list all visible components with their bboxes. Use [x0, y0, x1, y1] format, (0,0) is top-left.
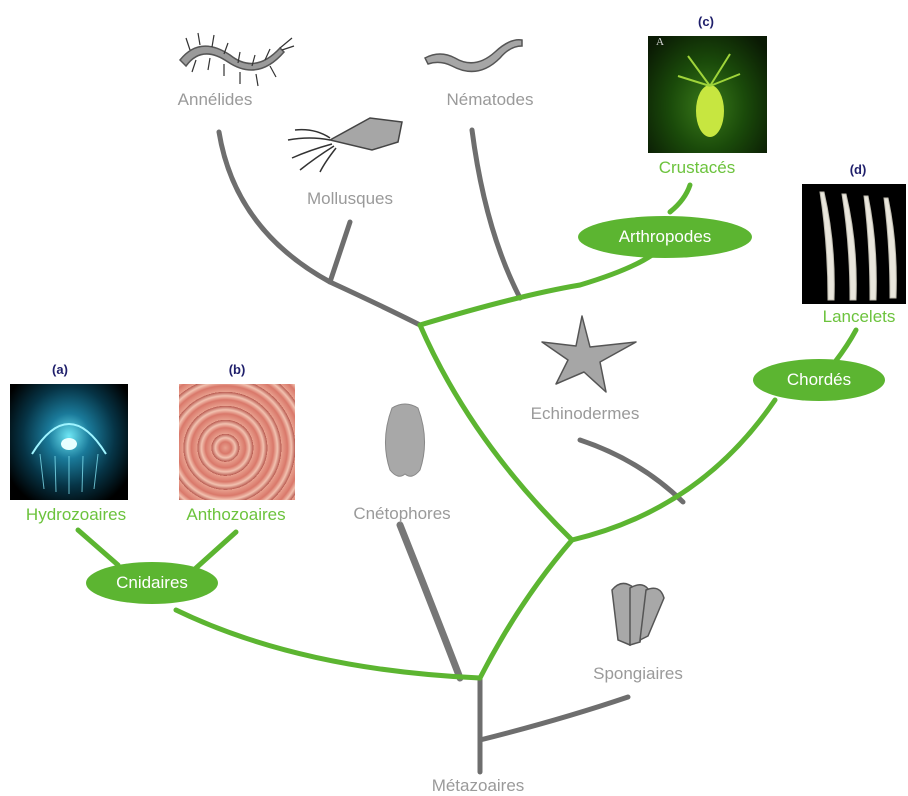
branch-to-crustaces	[667, 182, 693, 215]
photo-anthozoa-coral	[179, 384, 295, 500]
clade-chordes: Chordés	[753, 359, 885, 401]
label-annelides: Annélides	[177, 90, 253, 109]
photo-tag-a: (a)	[52, 362, 68, 377]
photo-lancelets	[802, 184, 906, 304]
photo-tag-d: (d)	[849, 162, 867, 177]
clade-cnidaires: Cnidaires	[86, 562, 218, 604]
label-metazoaires: Métazoaires	[431, 776, 525, 795]
branch-deuterostomes	[569, 397, 778, 543]
branch-echinodermes	[577, 437, 686, 505]
branch-mollusques	[327, 219, 353, 285]
ctenophore-silhouette	[384, 403, 426, 477]
sponge-silhouette	[611, 582, 665, 647]
label-cnetophores: Cnétophores	[353, 504, 451, 523]
label-nematodes: Nématodes	[446, 90, 534, 109]
label-echinodermes: Echinodermes	[530, 404, 640, 423]
photo-tag-c: (c)	[698, 14, 714, 29]
photo-crustacean: A	[648, 36, 767, 153]
branch-nematodes	[469, 127, 523, 301]
branch-cnetophores	[396, 521, 464, 682]
photo-hydrozoa-jellyfish	[10, 384, 128, 500]
branch-root-to-bilateria	[477, 537, 575, 681]
label-spongiaires: Spongiaires	[593, 664, 683, 683]
crustacean-graphic	[677, 53, 741, 137]
label-crustaces: Crustacés	[658, 158, 736, 177]
label-anthozoaires: Anthozoaires	[186, 505, 286, 524]
nematode-silhouette	[424, 39, 523, 73]
mollusc-silhouette	[287, 117, 403, 173]
photo-corner-mark: A	[656, 36, 664, 48]
branch-annelides	[216, 129, 423, 328]
echinoderm-silhouette	[541, 315, 637, 393]
clade-arthropodes: Arthropodes	[578, 216, 752, 258]
label-mollusques: Mollusques	[307, 189, 393, 208]
branch-to-hydrozoaires	[75, 527, 121, 568]
branch-protostomes	[417, 322, 575, 543]
branch-to-anthozoaires	[193, 529, 239, 571]
branch-cnidaires-stem	[173, 607, 483, 681]
label-lancelets: Lancelets	[822, 307, 896, 326]
branch-spongiaires	[477, 694, 631, 743]
annelid-silhouette	[178, 32, 295, 87]
branch-to-lancelets	[832, 327, 859, 365]
label-hydrozoaires: Hydrozoaires	[25, 505, 127, 524]
photo-tag-b: (b)	[228, 362, 246, 377]
branch-to-arthropodes	[417, 252, 655, 328]
jellyfish-graphic	[31, 423, 107, 494]
lancelets-graphic	[819, 191, 897, 301]
